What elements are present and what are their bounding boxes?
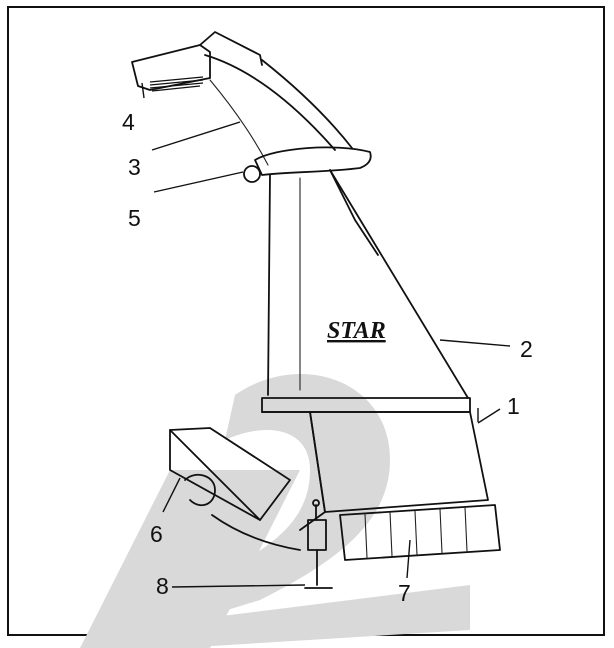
callout-7: 7: [398, 580, 411, 606]
deflector-slats: [149, 76, 204, 92]
leader-lines: [141, 82, 511, 588]
callout-3: 3: [128, 154, 141, 180]
callout-5: 5: [128, 205, 141, 231]
watermark-logo-icon: [80, 374, 470, 648]
callout-6: 6: [150, 521, 163, 547]
callout-2: 2: [520, 336, 533, 362]
callout-1: 1: [507, 393, 520, 419]
machine-illustration: [131, 31, 501, 589]
brand-label: STAR: [327, 318, 386, 344]
callout-4: 4: [122, 109, 135, 135]
callout-8: 8: [156, 573, 169, 599]
